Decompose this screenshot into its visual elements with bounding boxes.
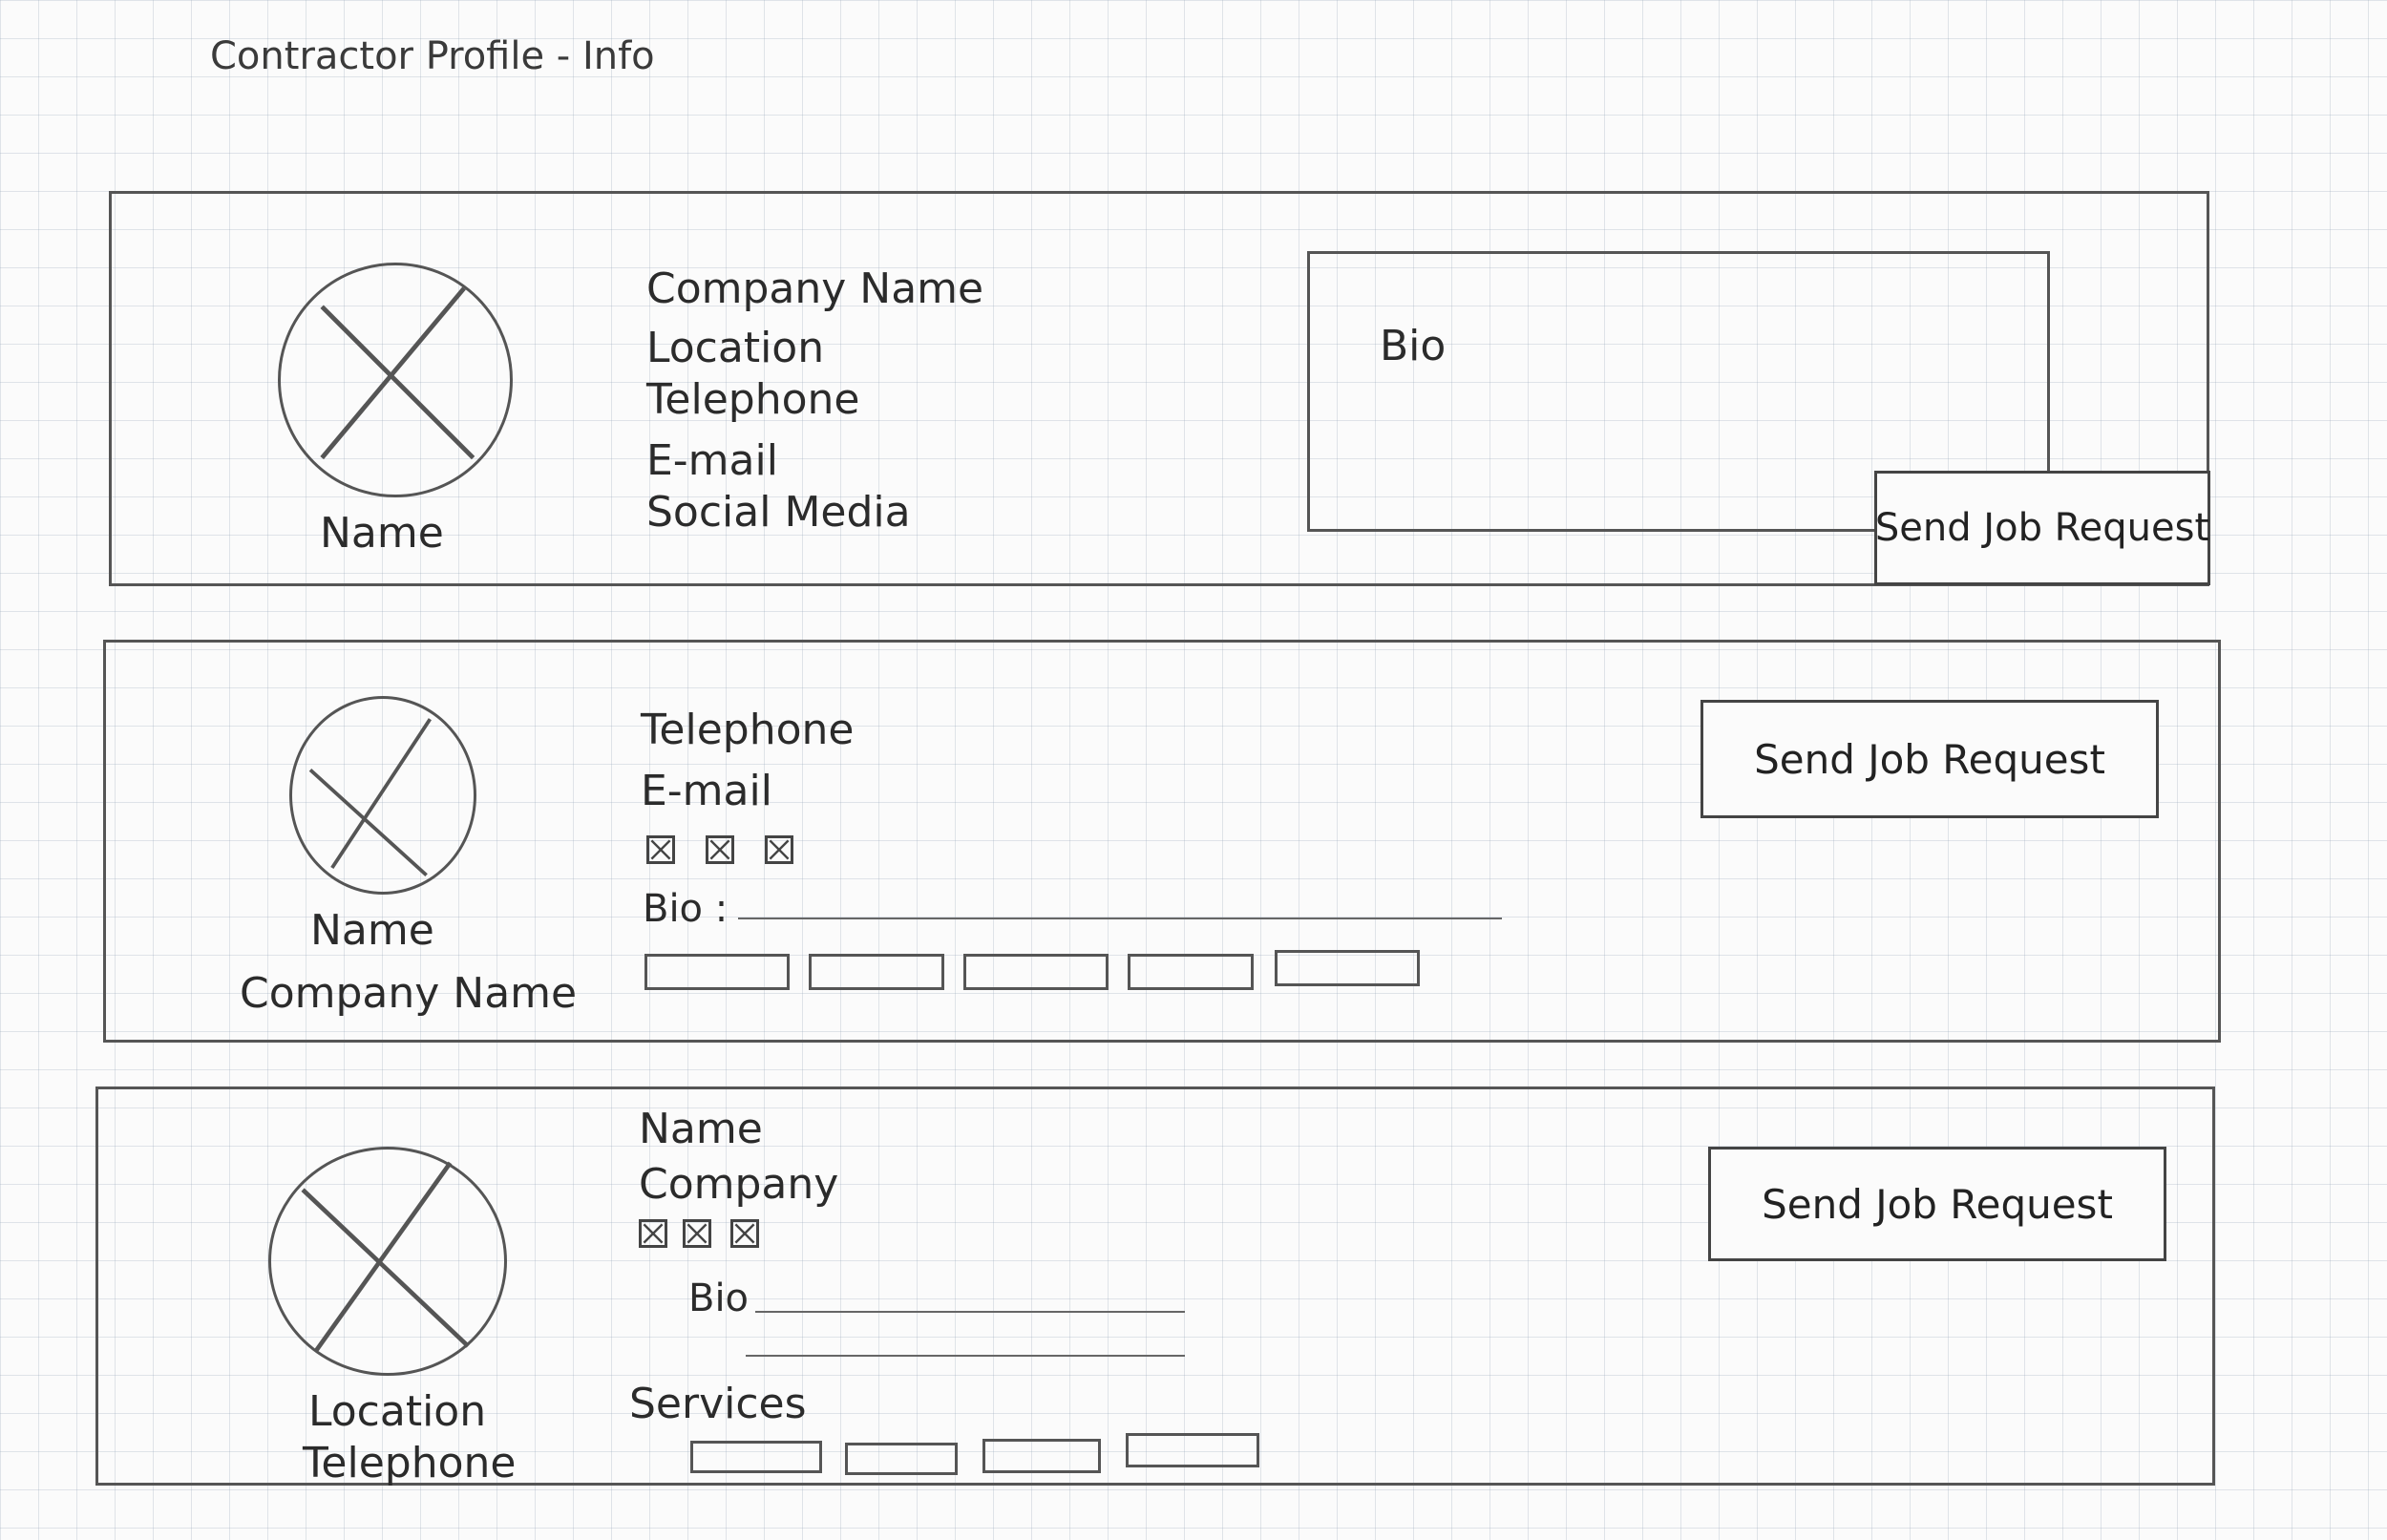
social-checkbox-1[interactable] [639, 1219, 667, 1248]
social-checkbox-3[interactable] [730, 1219, 759, 1248]
social-media-field: Social Media [646, 488, 911, 537]
name-field: Name [639, 1105, 763, 1153]
profile-card-variant-1: Name Company Name Location Telephone E-m… [109, 191, 2210, 586]
email-field: E-mail [646, 436, 778, 485]
send-job-request-button[interactable]: Send Job Request [1874, 471, 2210, 585]
email-field: E-mail [641, 767, 772, 815]
avatar-location-label: Location [308, 1387, 487, 1436]
bio-text-line-1 [755, 1311, 1185, 1313]
profile-card-variant-2: Name Company Name Telephone E-mail Bio :… [103, 640, 2221, 1043]
telephone-field: Telephone [646, 375, 860, 424]
page-title: Contractor Profile - Info [210, 34, 655, 78]
avatar-name-label: Name [320, 509, 444, 558]
social-checkbox-2[interactable] [683, 1219, 711, 1248]
service-tag-2[interactable] [809, 954, 944, 990]
service-tag-3[interactable] [982, 1439, 1101, 1473]
avatar-placeholder-icon [289, 696, 476, 895]
service-tag-5[interactable] [1275, 950, 1420, 986]
company-name-field: Company Name [646, 264, 984, 313]
bio-label: Bio [688, 1276, 750, 1320]
social-checkbox-2[interactable] [706, 835, 734, 864]
service-tag-1[interactable] [690, 1441, 822, 1473]
company-field: Company [639, 1160, 839, 1209]
telephone-field: Telephone [641, 706, 855, 754]
service-tag-4[interactable] [1126, 1433, 1259, 1467]
service-tag-1[interactable] [644, 954, 790, 990]
avatar-telephone-label: Telephone [303, 1439, 517, 1487]
send-job-request-button[interactable]: Send Job Request [1708, 1147, 2166, 1261]
location-field: Location [646, 324, 825, 372]
service-tag-4[interactable] [1128, 954, 1254, 990]
avatar-placeholder-icon [268, 1147, 507, 1376]
bio-label: Bio [1380, 322, 1447, 370]
bio-text-line-2 [746, 1355, 1185, 1357]
avatar-placeholder-icon [278, 263, 513, 497]
bio-text-line [738, 918, 1502, 919]
social-checkbox-1[interactable] [646, 835, 675, 864]
bio-label: Bio : [643, 887, 729, 931]
send-job-request-button[interactable]: Send Job Request [1700, 700, 2159, 818]
service-tag-2[interactable] [845, 1443, 958, 1475]
service-tag-3[interactable] [963, 954, 1109, 990]
profile-card-variant-3: Location Telephone Name Company Bio Serv… [95, 1086, 2215, 1487]
social-checkbox-3[interactable] [765, 835, 793, 864]
bio-box [1307, 251, 2050, 532]
avatar-name-label: Name [310, 906, 434, 955]
services-label: Services [629, 1380, 807, 1428]
avatar-company-name-label: Company Name [240, 969, 578, 1018]
